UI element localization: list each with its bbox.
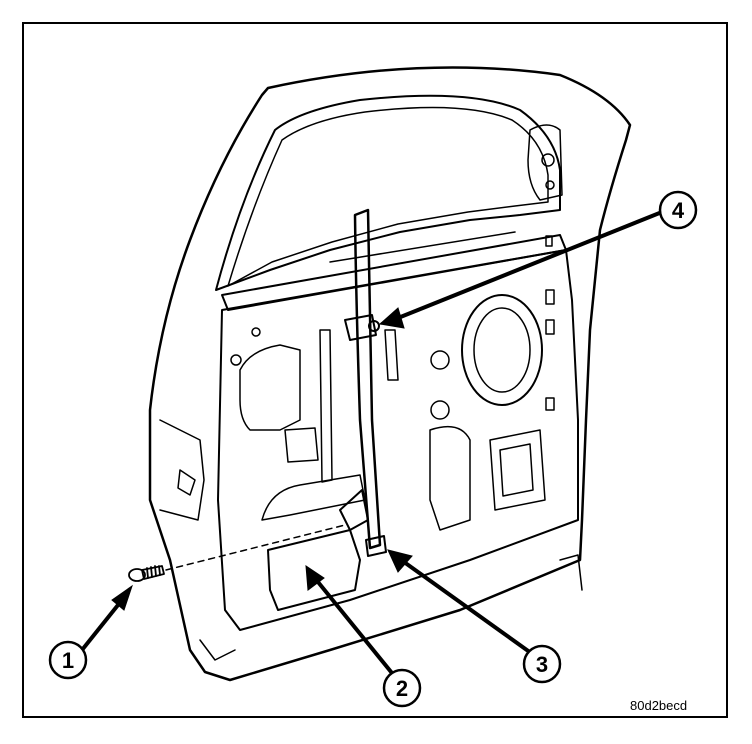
arrowhead-2 xyxy=(305,565,325,591)
figure-border xyxy=(22,22,728,718)
callout-label-3: 3 xyxy=(536,652,548,677)
callout-circle-1 xyxy=(48,640,88,680)
leader-line-4 xyxy=(397,210,663,320)
inner-panel xyxy=(217,249,579,631)
callout-label-1: 1 xyxy=(62,648,74,673)
callout-circle-2 xyxy=(382,668,422,708)
window-frame xyxy=(215,94,561,291)
leader-line-3 xyxy=(402,560,540,660)
arrowhead-1 xyxy=(111,584,133,611)
leader-line-1 xyxy=(80,598,124,652)
arrowhead-4 xyxy=(378,307,405,329)
callout-circle-4 xyxy=(658,190,698,230)
callout-label-4: 4 xyxy=(672,198,685,223)
lower-access-opening xyxy=(267,529,361,611)
callout-circle-3 xyxy=(522,644,562,684)
arrowhead-3 xyxy=(387,549,413,573)
leader-line-2 xyxy=(316,580,398,680)
callout-label-2: 2 xyxy=(396,676,408,701)
glass-run-channel xyxy=(353,208,382,550)
door-outer-shell xyxy=(148,66,632,682)
bolt xyxy=(128,565,165,582)
figure-code: 80d2becd xyxy=(630,698,688,713)
speaker-opening xyxy=(461,294,543,406)
alignment-dashed-line xyxy=(165,524,346,571)
